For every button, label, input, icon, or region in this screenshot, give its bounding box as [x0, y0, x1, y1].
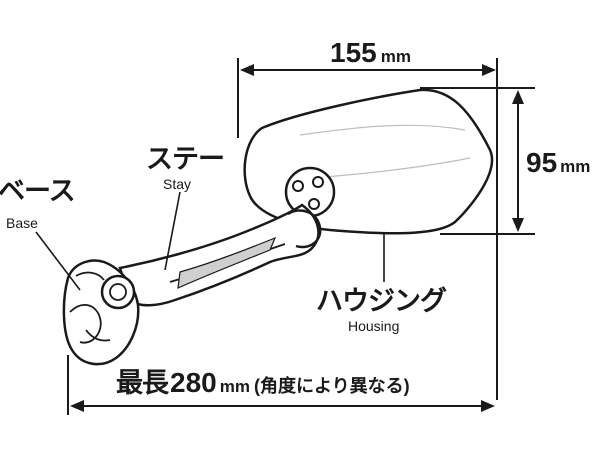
width-arrow-right — [482, 64, 496, 76]
housing-label-jp: ハウジング — [316, 285, 447, 316]
total-unit: mm — [220, 377, 250, 396]
base-label-en: Base — [6, 215, 38, 231]
mirror-housing — [243, 88, 494, 235]
mirror-pivot — [284, 166, 336, 218]
total-note: (角度により異なる) — [254, 375, 410, 396]
base-leader — [35, 231, 81, 291]
dimension-lines — [67, 58, 535, 415]
stay-label-en: Stay — [163, 176, 191, 192]
stay-leader — [164, 191, 181, 271]
width-unit: mm — [381, 47, 411, 66]
height-value: 95 — [526, 147, 557, 178]
height-unit: mm — [560, 157, 590, 176]
total-prefix: 最長 — [116, 368, 170, 398]
base-mount — [62, 259, 140, 366]
leader-lines — [35, 191, 385, 291]
total-value: 280 — [170, 367, 217, 398]
width-arrow-left — [240, 64, 254, 76]
total-arrow-right — [481, 400, 495, 412]
base-label-jp: ベース — [0, 176, 75, 206]
stay-arm — [118, 203, 322, 307]
stay-label-jp: ステー — [146, 144, 224, 174]
width-value: 155 — [330, 37, 377, 68]
total-arrow-left — [70, 400, 84, 412]
housing-label-en: Housing — [348, 318, 399, 334]
height-arrow-bottom — [512, 218, 524, 232]
height-arrow-top — [512, 90, 524, 104]
